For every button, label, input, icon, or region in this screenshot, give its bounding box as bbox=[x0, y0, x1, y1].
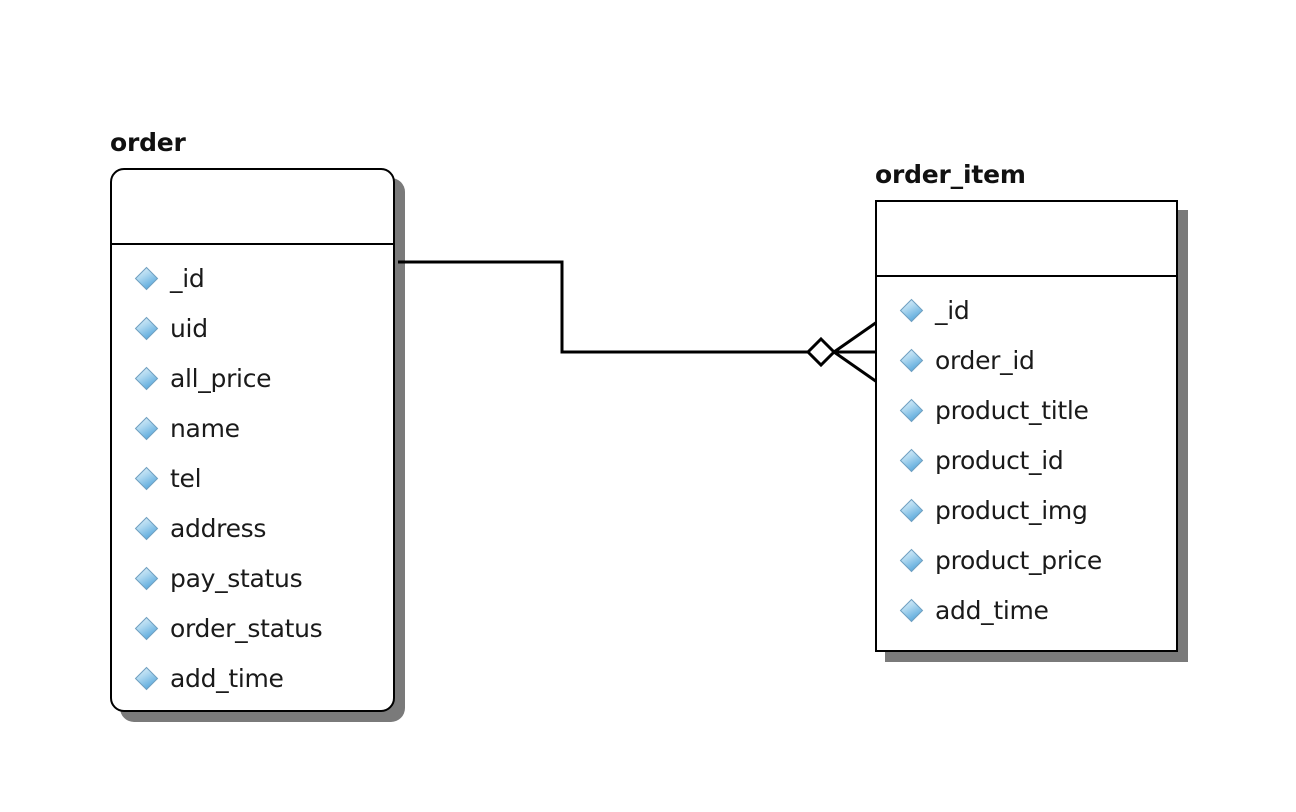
blue-diamond-icon bbox=[899, 498, 924, 523]
order-entity-title: order bbox=[110, 128, 186, 157]
order-entity-field-list: _id uid all_price bbox=[112, 245, 393, 713]
blue-diamond-icon bbox=[134, 666, 159, 691]
field-label: product_img bbox=[935, 495, 1088, 525]
blue-diamond-icon bbox=[899, 598, 924, 623]
field-row[interactable]: uid bbox=[112, 303, 393, 353]
blue-diamond-icon bbox=[899, 298, 924, 323]
blue-diamond-icon bbox=[134, 366, 159, 391]
field-row[interactable]: order_status bbox=[112, 603, 393, 653]
blue-diamond-icon bbox=[899, 548, 924, 573]
optional-zero-marker-icon bbox=[805, 336, 837, 368]
blue-diamond-icon bbox=[134, 266, 159, 291]
field-label: order_status bbox=[170, 613, 323, 643]
field-label: order_id bbox=[935, 345, 1035, 375]
field-label: pay_status bbox=[170, 563, 303, 593]
order-entity[interactable]: _id uid all_price bbox=[110, 168, 395, 712]
field-label: product_title bbox=[935, 395, 1089, 425]
field-label: product_id bbox=[935, 445, 1064, 475]
field-row[interactable]: address bbox=[112, 503, 393, 553]
field-label: name bbox=[170, 413, 240, 443]
field-label: all_price bbox=[170, 363, 272, 393]
blue-diamond-icon bbox=[134, 416, 159, 441]
field-row[interactable]: product_id bbox=[877, 435, 1176, 485]
field-label: add_time bbox=[170, 663, 284, 693]
order-item-entity-field-list: _id order_id product_title bbox=[877, 277, 1176, 645]
blue-diamond-icon bbox=[134, 316, 159, 341]
blue-diamond-icon bbox=[134, 566, 159, 591]
order-item-entity-header bbox=[877, 202, 1176, 277]
order-entity-header bbox=[112, 170, 393, 245]
field-row[interactable]: add_time bbox=[877, 585, 1176, 635]
field-row[interactable]: _id bbox=[877, 285, 1176, 335]
blue-diamond-icon bbox=[134, 466, 159, 491]
field-row[interactable]: product_title bbox=[877, 385, 1176, 435]
field-row[interactable]: order_id bbox=[877, 335, 1176, 385]
blue-diamond-icon bbox=[134, 616, 159, 641]
field-label: tel bbox=[170, 463, 202, 493]
field-label: _id bbox=[170, 263, 205, 293]
crows-foot-many-icon bbox=[833, 320, 878, 384]
relationship-line bbox=[398, 260, 812, 354]
field-label: address bbox=[170, 513, 267, 543]
field-label: product_price bbox=[935, 545, 1102, 575]
field-label: add_time bbox=[935, 595, 1049, 625]
blue-diamond-icon bbox=[899, 348, 924, 373]
order-item-entity-title: order_item bbox=[875, 160, 1026, 189]
field-row[interactable]: product_price bbox=[877, 535, 1176, 585]
field-row[interactable]: product_img bbox=[877, 485, 1176, 535]
blue-diamond-icon bbox=[899, 398, 924, 423]
field-label: _id bbox=[935, 295, 970, 325]
field-row[interactable]: tel bbox=[112, 453, 393, 503]
order-item-entity[interactable]: _id order_id product_title bbox=[875, 200, 1178, 652]
blue-diamond-icon bbox=[134, 516, 159, 541]
field-row[interactable]: name bbox=[112, 403, 393, 453]
blue-diamond-icon bbox=[899, 448, 924, 473]
field-label: uid bbox=[170, 313, 208, 343]
field-row[interactable]: _id bbox=[112, 253, 393, 303]
field-row[interactable]: all_price bbox=[112, 353, 393, 403]
field-row[interactable]: pay_status bbox=[112, 553, 393, 603]
field-row[interactable]: add_time bbox=[112, 653, 393, 703]
